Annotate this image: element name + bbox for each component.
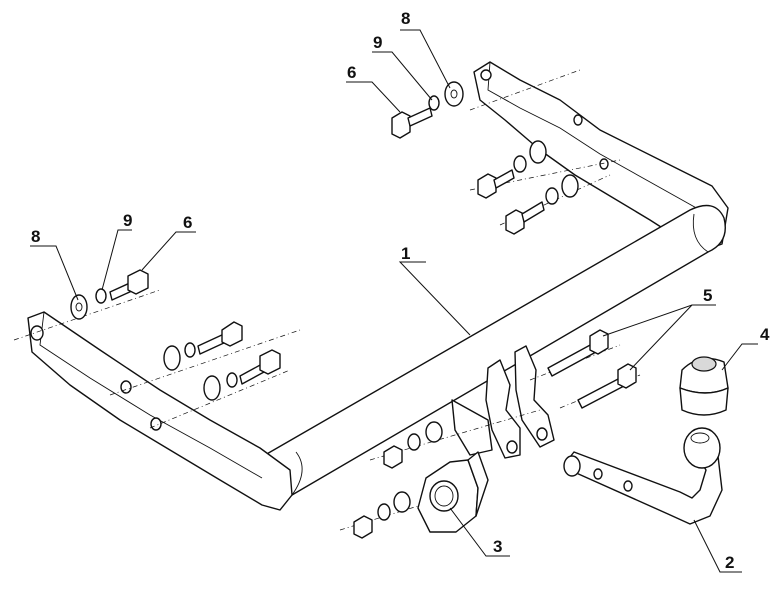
callout-9-top: 9 bbox=[373, 33, 382, 52]
part-5-long-bolts bbox=[547, 329, 637, 409]
left-middle-bolt-pairs bbox=[163, 321, 281, 401]
callout-6-top: 6 bbox=[347, 63, 356, 82]
callout-4: 4 bbox=[760, 325, 770, 344]
callout-9-left: 9 bbox=[123, 211, 132, 230]
callout-3: 3 bbox=[493, 537, 502, 556]
callout-6-left: 6 bbox=[183, 213, 192, 232]
callout-8-left: 8 bbox=[31, 227, 40, 246]
callout-8-top: 8 bbox=[401, 9, 410, 28]
part-1-crossbar-frame bbox=[27, 61, 729, 511]
part-2-tow-ball-neck bbox=[563, 427, 723, 525]
left-bolt-set bbox=[70, 269, 149, 320]
upper-right-bolt-pairs bbox=[477, 140, 579, 235]
callout-1: 1 bbox=[401, 244, 410, 263]
lower-nuts-washers bbox=[353, 421, 443, 539]
leader-lines bbox=[30, 29, 758, 573]
top-bolt-set bbox=[391, 81, 464, 139]
part-4-ball-cap bbox=[679, 356, 729, 416]
callout-2: 2 bbox=[725, 553, 734, 572]
callout-5: 5 bbox=[703, 286, 712, 305]
callout-labels: 1 5 4 2 3 6 9 8 8 9 6 bbox=[31, 9, 770, 572]
part-3-socket-plate bbox=[417, 451, 489, 533]
